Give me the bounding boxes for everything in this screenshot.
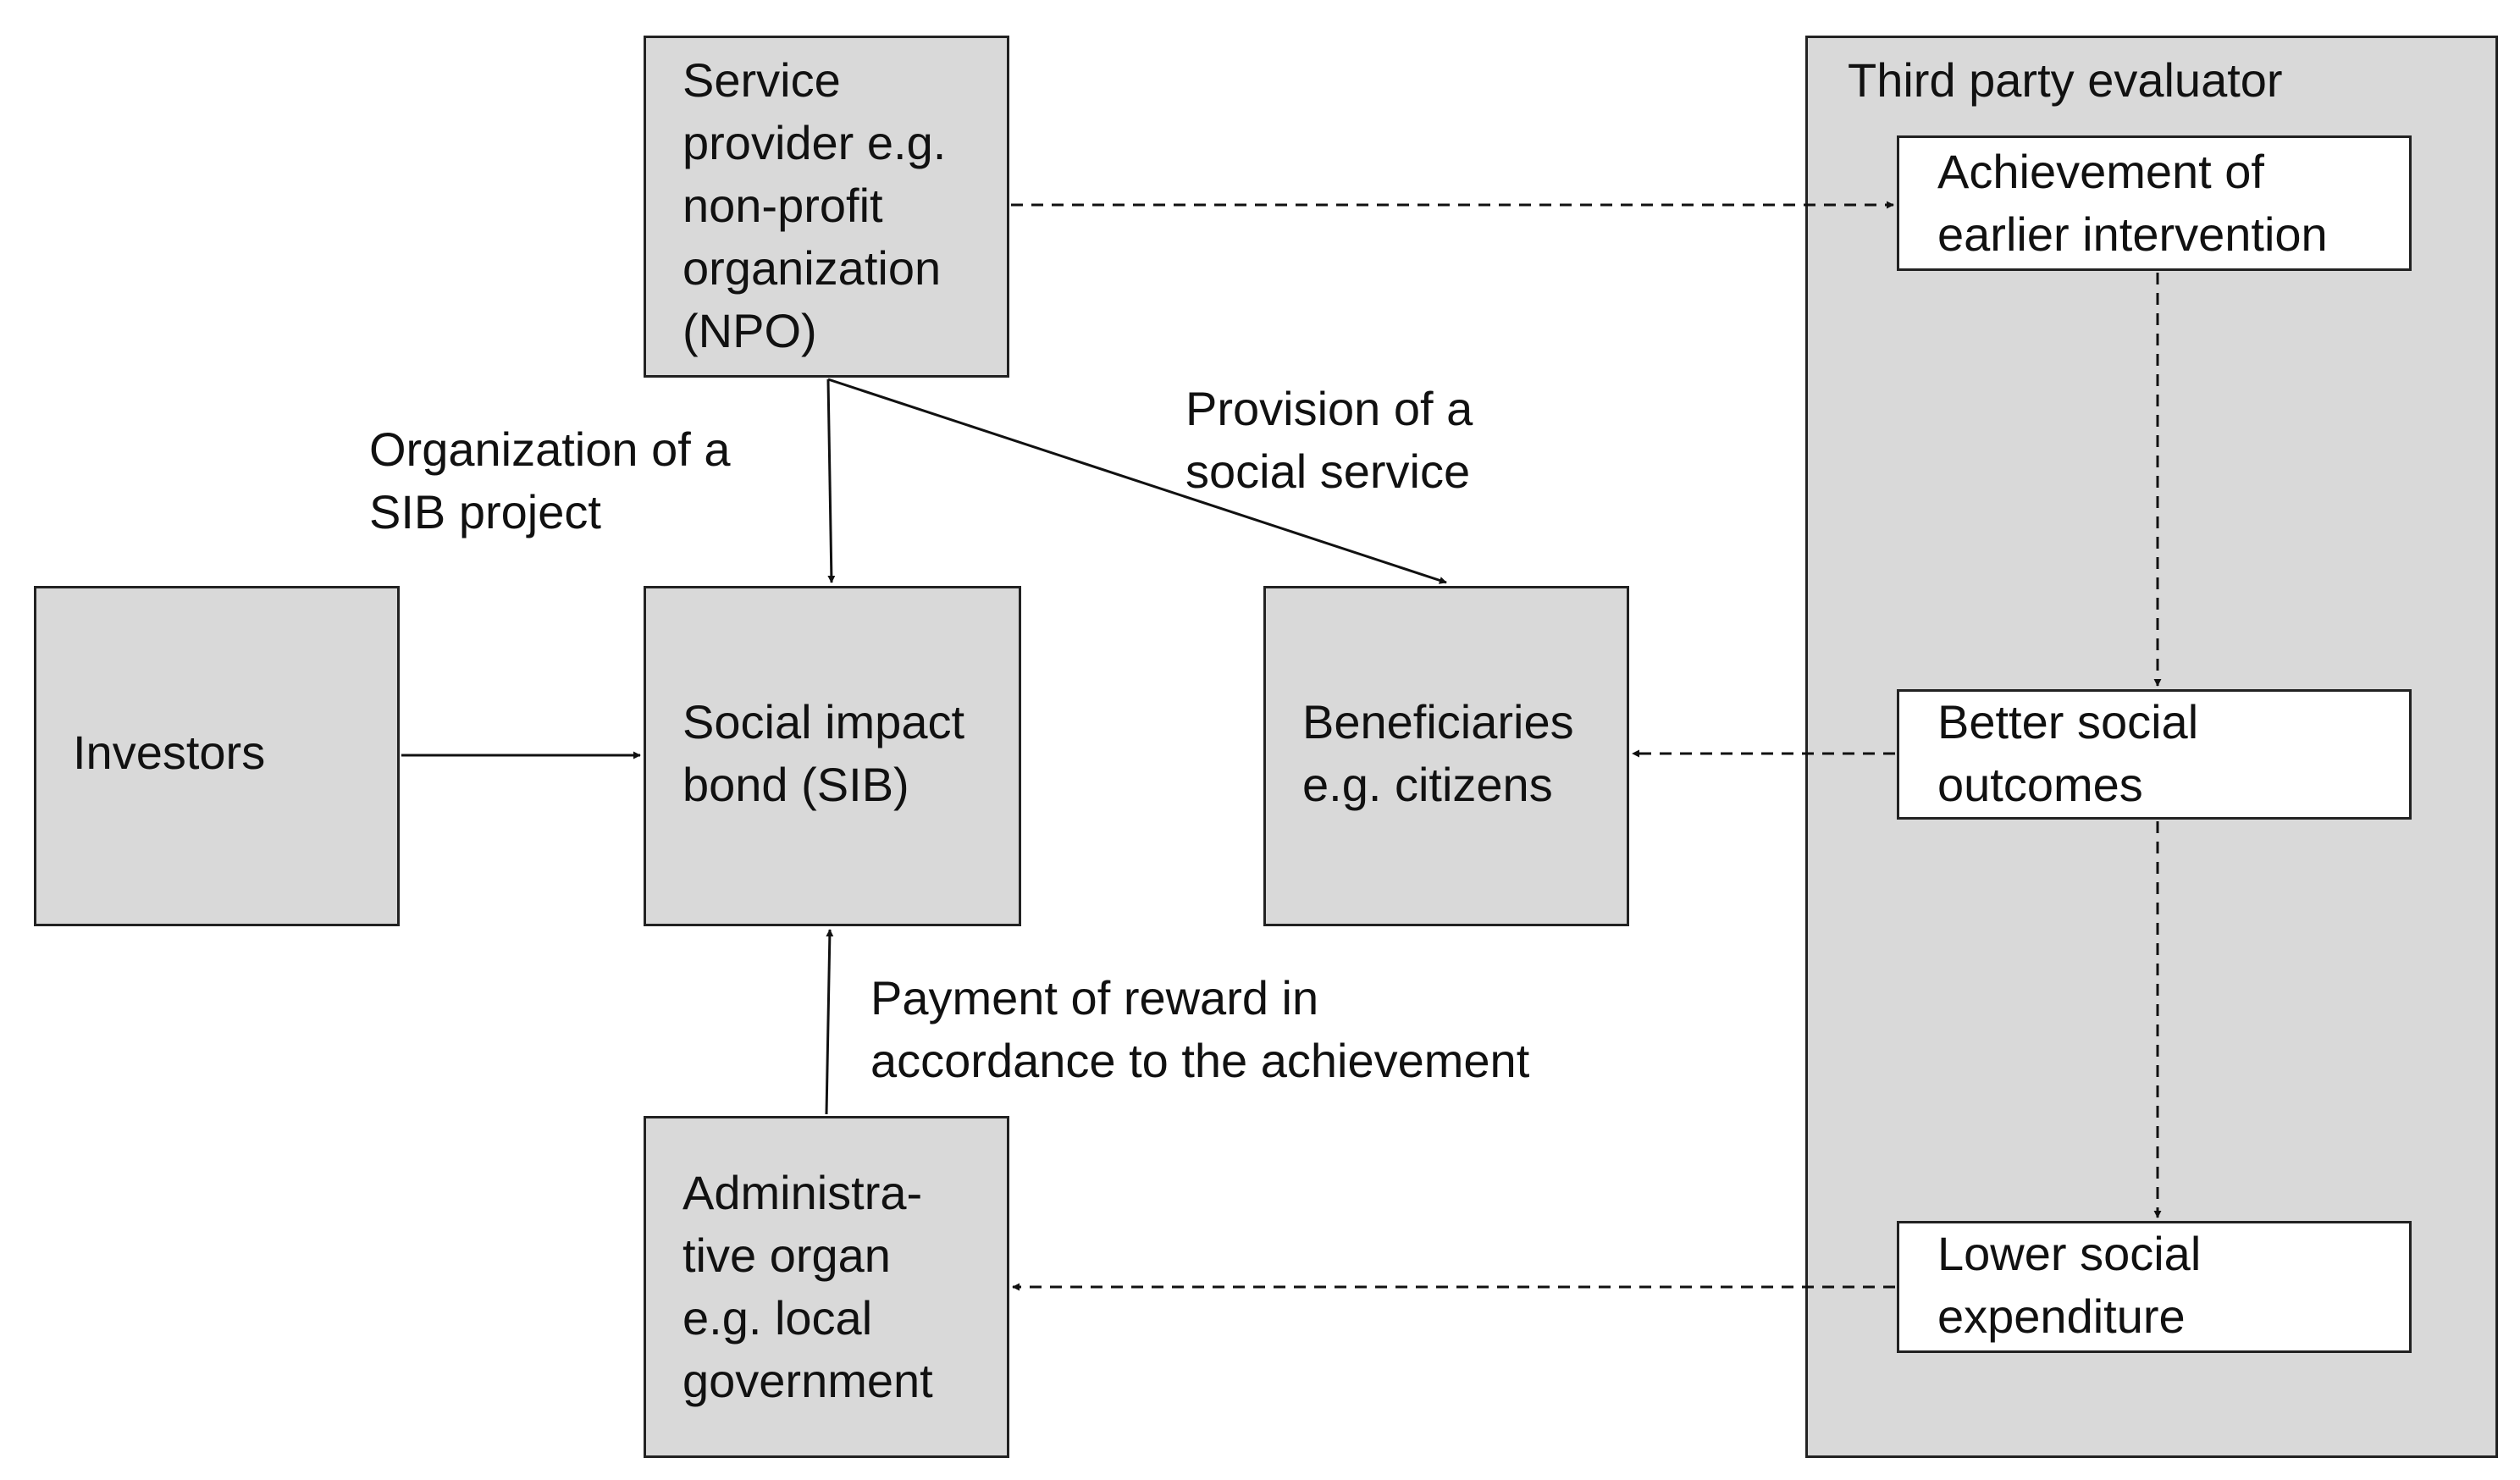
payment-edge-label: Payment of reward in accordance to the a… [870, 971, 1530, 1087]
better-outcomes-box [1897, 689, 2412, 820]
achievement-box [1897, 135, 2412, 271]
service-provider-label: Service provider e.g. non-profit organiz… [682, 53, 947, 357]
service-provider-box [644, 36, 1009, 378]
sib-box [644, 586, 1021, 926]
investors-label: Investors [73, 726, 266, 779]
organization-edge-label: Organization of a SIB project [369, 422, 731, 538]
administrative-organ-box [644, 1116, 1009, 1458]
provision-edge-label: Provision of a social service [1185, 382, 1473, 498]
third-party-evaluator-label: Third party evaluator [1848, 53, 2283, 107]
arrow-admin-to-sib [825, 929, 834, 1115]
beneficiaries-box [1263, 586, 1629, 926]
arrow-npo-to-sib [826, 378, 836, 583]
administrative-organ-label: Administra- tive organ e.g. local govern… [682, 1166, 933, 1407]
beneficiaries-label: Beneficiaries e.g. citizens [1302, 695, 1574, 811]
achievement-label: Achievement of earlier intervention [1937, 145, 2328, 261]
lower-expenditure-label: Lower social expenditure [1937, 1227, 2202, 1343]
arrow-npo-to-beneficiaries [827, 378, 1447, 584]
sib-label: Social impact bond (SIB) [682, 695, 965, 811]
investors-box [34, 586, 400, 926]
better-outcomes-label: Better social outcomes [1937, 695, 2199, 811]
lower-expenditure-box [1897, 1221, 2412, 1353]
